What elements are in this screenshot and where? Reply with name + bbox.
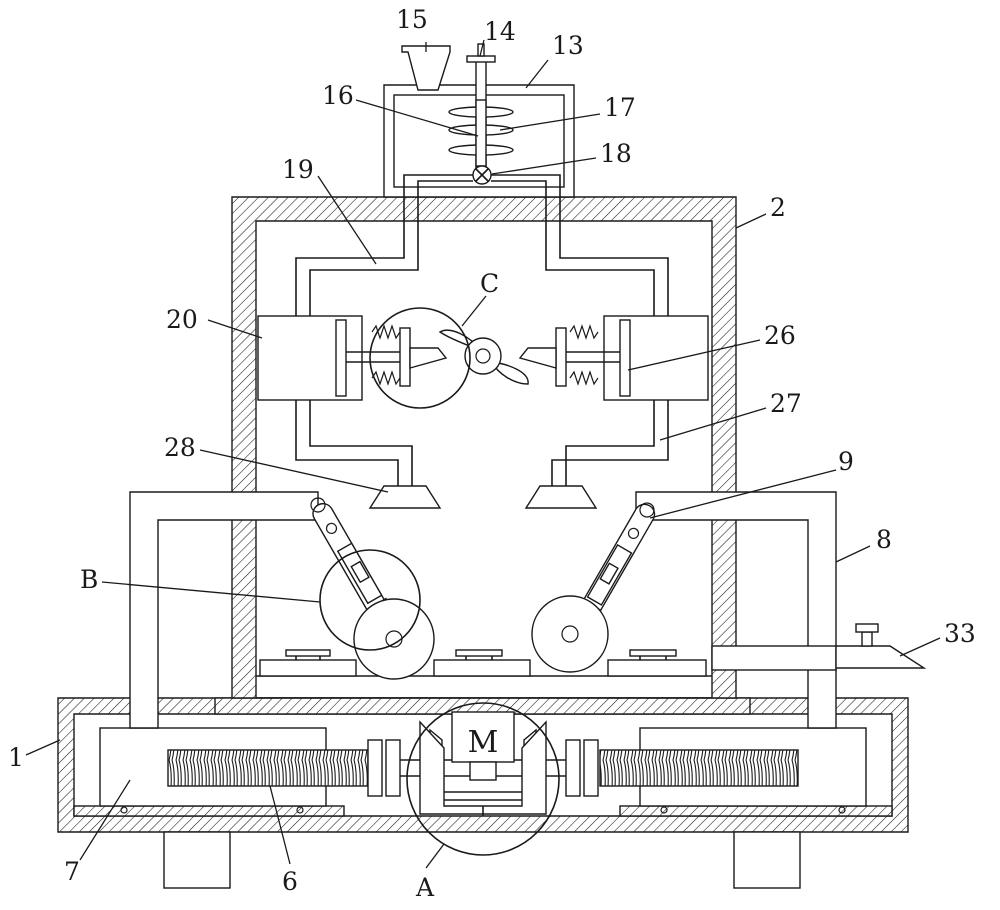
label-33: 33 — [944, 619, 976, 648]
label-2: 2 — [770, 193, 786, 222]
label-16: 16 — [322, 81, 354, 110]
detail-circle-b — [319, 549, 421, 651]
side-outlet — [711, 623, 927, 671]
label-27: 27 — [770, 389, 802, 418]
label-20: 20 — [166, 305, 198, 334]
left-roller-arm — [310, 497, 435, 680]
top-tank — [383, 43, 575, 198]
label-8: 8 — [876, 525, 892, 554]
motor-assembly: M — [419, 711, 547, 816]
label-15: 15 — [396, 5, 428, 34]
callout-labels: 1 2 6 7 8 9 13 14 15 16 17 18 19 20 26 2… — [8, 5, 976, 902]
label-26: 26 — [764, 321, 796, 350]
label-14: 14 — [484, 17, 516, 46]
label-1: 1 — [8, 743, 24, 772]
lead-screws — [167, 739, 799, 797]
label-a: A — [415, 873, 435, 902]
motor-label: M — [468, 725, 499, 760]
feet — [163, 831, 801, 889]
detail-circle-a — [406, 702, 560, 856]
leader-lines — [25, 39, 941, 869]
label-28: 28 — [164, 433, 196, 462]
label-9: 9 — [838, 447, 854, 476]
rotating-cutter — [438, 329, 529, 385]
label-17: 17 — [604, 93, 636, 122]
detail-circle-c — [369, 307, 471, 409]
label-c: C — [480, 269, 499, 298]
label-6: 6 — [282, 867, 298, 896]
left-cylinder — [257, 315, 448, 401]
label-b: B — [80, 565, 98, 594]
pipes — [295, 174, 669, 509]
right-cylinder — [518, 315, 709, 401]
right-roller-arm — [531, 502, 656, 673]
label-19: 19 — [282, 155, 314, 184]
clamp-pads — [259, 649, 707, 677]
label-13: 13 — [552, 31, 584, 60]
label-7: 7 — [64, 857, 80, 886]
label-18: 18 — [600, 139, 632, 168]
